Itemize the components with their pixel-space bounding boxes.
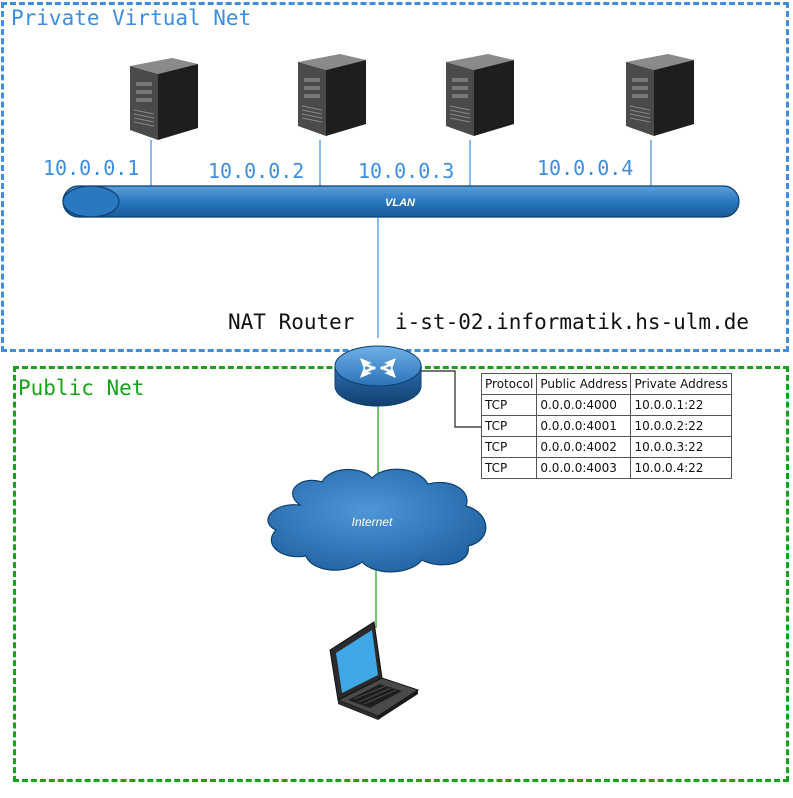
nat-table-cell: TCP bbox=[480, 457, 538, 479]
router-table-connector bbox=[420, 370, 481, 428]
server-tower-icon bbox=[626, 54, 694, 136]
router-icon bbox=[334, 345, 422, 407]
nat-table-cell: 10.0.0.1:22 bbox=[630, 394, 732, 416]
private-net-label: Private Virtual Net bbox=[11, 6, 252, 30]
nat-table-cell: 10.0.0.3:22 bbox=[630, 436, 732, 458]
nat-table-cell: 10.0.0.2:22 bbox=[630, 415, 732, 437]
cloud-icon: Internet bbox=[267, 468, 487, 573]
nat-table-row: TCP 0.0.0.0:4000 10.0.0.1:22 bbox=[480, 394, 732, 416]
nat-table-cell: 0.0.0.0:4002 bbox=[536, 436, 632, 458]
nat-table-cell: TCP bbox=[480, 415, 538, 437]
server-tower-icon bbox=[446, 54, 514, 136]
vlan-label: VLAN bbox=[385, 197, 416, 209]
nat-table: Protocol Public Address Private Address … bbox=[480, 373, 732, 479]
server-1-ip: 10.0.0.1 bbox=[43, 156, 140, 180]
nat-table-cell: 0.0.0.0:4003 bbox=[536, 457, 632, 479]
router-label: NAT Router bbox=[228, 310, 355, 334]
nat-table-header: Public Address bbox=[536, 373, 632, 395]
router-hostname: i-st-02.informatik.hs-ulm.de bbox=[395, 310, 750, 334]
vlan-bus: VLAN bbox=[62, 185, 740, 218]
internet-label: Internet bbox=[352, 515, 393, 529]
nat-table-row: TCP 0.0.0.0:4001 10.0.0.2:22 bbox=[480, 415, 732, 437]
nat-table-cell: 0.0.0.0:4000 bbox=[536, 394, 632, 416]
server-4-ip: 10.0.0.4 bbox=[537, 156, 634, 180]
server-3-ip: 10.0.0.3 bbox=[358, 159, 455, 183]
nat-table-header-row: Protocol Public Address Private Address bbox=[480, 373, 732, 395]
nat-table-cell: TCP bbox=[480, 436, 538, 458]
server-2-ip: 10.0.0.2 bbox=[208, 159, 305, 183]
public-net-label: Public Net bbox=[18, 376, 145, 400]
nat-table-header: Private Address bbox=[630, 373, 732, 395]
nat-table-cell: 0.0.0.0:4001 bbox=[536, 415, 632, 437]
nat-table-row: TCP 0.0.0.0:4003 10.0.0.4:22 bbox=[480, 457, 732, 479]
laptop-icon bbox=[329, 621, 420, 720]
server-tower-icon bbox=[298, 54, 366, 136]
nat-table-cell: TCP bbox=[480, 394, 538, 416]
server-tower-icon bbox=[130, 58, 198, 140]
nat-table-row: TCP 0.0.0.0:4002 10.0.0.3:22 bbox=[480, 436, 732, 458]
nat-table-cell: 10.0.0.4:22 bbox=[630, 457, 732, 479]
nat-table-header: Protocol bbox=[480, 373, 538, 395]
